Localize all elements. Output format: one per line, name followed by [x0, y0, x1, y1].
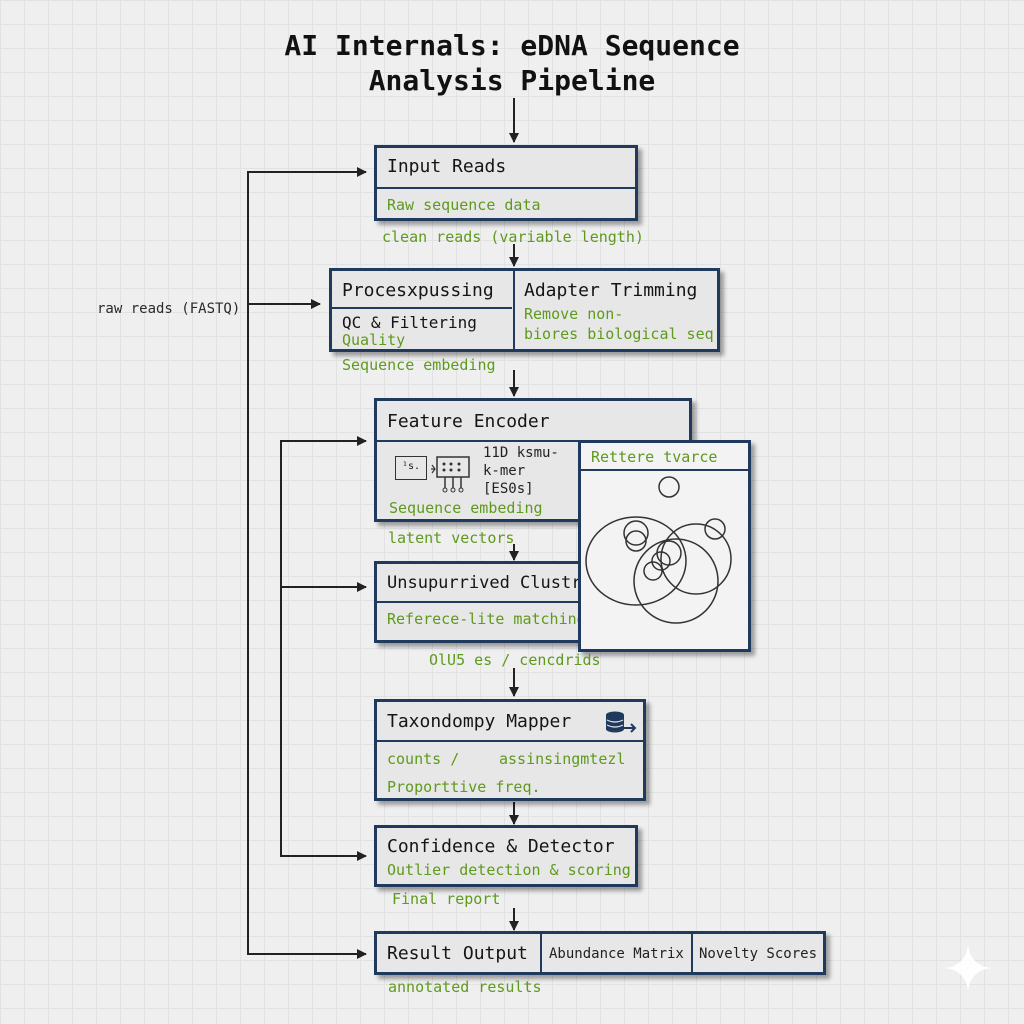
- taxonomy-title: Taxondompy Mapper: [387, 711, 572, 732]
- cluster-circle: [585, 516, 687, 606]
- taxonomy-counts: counts /: [387, 750, 460, 768]
- cluster-circle: [625, 530, 647, 552]
- cluster-circle: [660, 523, 732, 595]
- kmer-line-1: 11D ksmu-: [483, 445, 559, 461]
- cluster-circle: [658, 476, 680, 498]
- cluster-circle: [656, 540, 682, 566]
- result-title: Result Output: [387, 943, 528, 964]
- kmer-matrix-icon: [431, 456, 470, 493]
- cluster-circle: [651, 551, 671, 571]
- side-label-raw-reads: raw reads (FASTQ): [97, 301, 241, 317]
- loop-outer: [247, 171, 366, 955]
- kmer-line-2: k-mer: [483, 463, 526, 479]
- diagram-title: AI Internals: eDNA Sequence Analysis Pip…: [0, 28, 1024, 98]
- processing-item-quality: Quality: [342, 331, 406, 349]
- feature-encoder-subtitle: Sequence embeding: [389, 499, 543, 517]
- reference-panel-title: Rettere tvarce: [591, 448, 718, 466]
- reference-panel[interactable]: Rettere tvarce: [578, 440, 751, 652]
- divider: [377, 187, 635, 189]
- cluster-circle: [623, 520, 649, 546]
- cluster-circle: [633, 538, 719, 624]
- confidence-title: Confidence & Detector: [387, 836, 615, 857]
- edge-label-sequence-embedding: Sequence embeding: [342, 356, 496, 374]
- sequence-icon: ¹s.: [395, 456, 427, 480]
- input-reads-subtitle: Raw sequence data: [387, 196, 541, 214]
- kmer-line-3: [ES0s]: [483, 481, 534, 497]
- processing-box[interactable]: Procesxpussing QC & Filtering Quality Ad…: [329, 268, 720, 352]
- input-reads-title: Input Reads: [387, 156, 507, 177]
- adapter-trimming-title: Adapter Trimming: [524, 280, 698, 301]
- divider: [332, 307, 512, 309]
- clustering-subtitle: Referece-lite matching: [387, 610, 586, 628]
- sparkle-icon: [944, 944, 992, 992]
- cluster-plot: [585, 476, 732, 624]
- divider: [377, 440, 581, 442]
- processing-item-qc: QC & Filtering: [342, 313, 477, 332]
- processing-title: Procesxpussing: [342, 280, 494, 301]
- divider: [377, 740, 643, 742]
- taxonomy-assigning: assinsingmtezl: [499, 750, 626, 768]
- title-line-2: Analysis Pipeline: [368, 64, 656, 97]
- confidence-subtitle: Outlier detection & scoring: [387, 861, 631, 879]
- cluster-circle: [704, 518, 726, 540]
- feature-encoder-title: Feature Encoder: [387, 411, 550, 432]
- divider: [581, 469, 748, 471]
- adapter-line-2: biores biological seq: [524, 325, 714, 343]
- adapter-line-1: Remove non-: [524, 305, 624, 323]
- edge-label-clean-reads: clean reads (variable length): [382, 228, 644, 246]
- edge-label-latent-vectors: latent vectors: [388, 529, 515, 547]
- footer-label-annotated: annotated results: [388, 978, 542, 996]
- divider: [691, 934, 693, 972]
- divider: [540, 934, 542, 972]
- divider: [513, 271, 515, 349]
- clustering-title: Unsupurrived Clustri: [387, 573, 592, 593]
- title-line-1: AI Internals: eDNA Sequence: [284, 29, 740, 62]
- database-icon: [606, 711, 637, 733]
- confidence-detector-box[interactable]: Confidence & Detector Outlier detection …: [374, 825, 638, 887]
- clustering-box[interactable]: Unsupurrived Clustri Referece-lite match…: [374, 561, 592, 643]
- divider: [377, 601, 583, 603]
- loop-inner: [280, 440, 366, 857]
- result-cell-novelty: Novelty Scores: [699, 946, 818, 962]
- edge-label-centroids: OlU5 es / cencdrids: [429, 651, 601, 669]
- cluster-circle: [643, 561, 663, 581]
- input-reads-box[interactable]: Input Reads Raw sequence data: [374, 145, 638, 221]
- result-output-box[interactable]: Result Output Abundance Matrix Novelty S…: [374, 931, 826, 975]
- taxonomy-mapper-box[interactable]: Taxondompy Mapper counts / assinsingmtez…: [374, 699, 646, 801]
- result-cell-abundance: Abundance Matrix: [549, 946, 684, 962]
- taxonomy-frequency: Proporttive freq.: [387, 778, 541, 796]
- sequence-icon-text: ¹s.: [401, 461, 421, 472]
- edge-label-final-report: Final report: [392, 890, 501, 908]
